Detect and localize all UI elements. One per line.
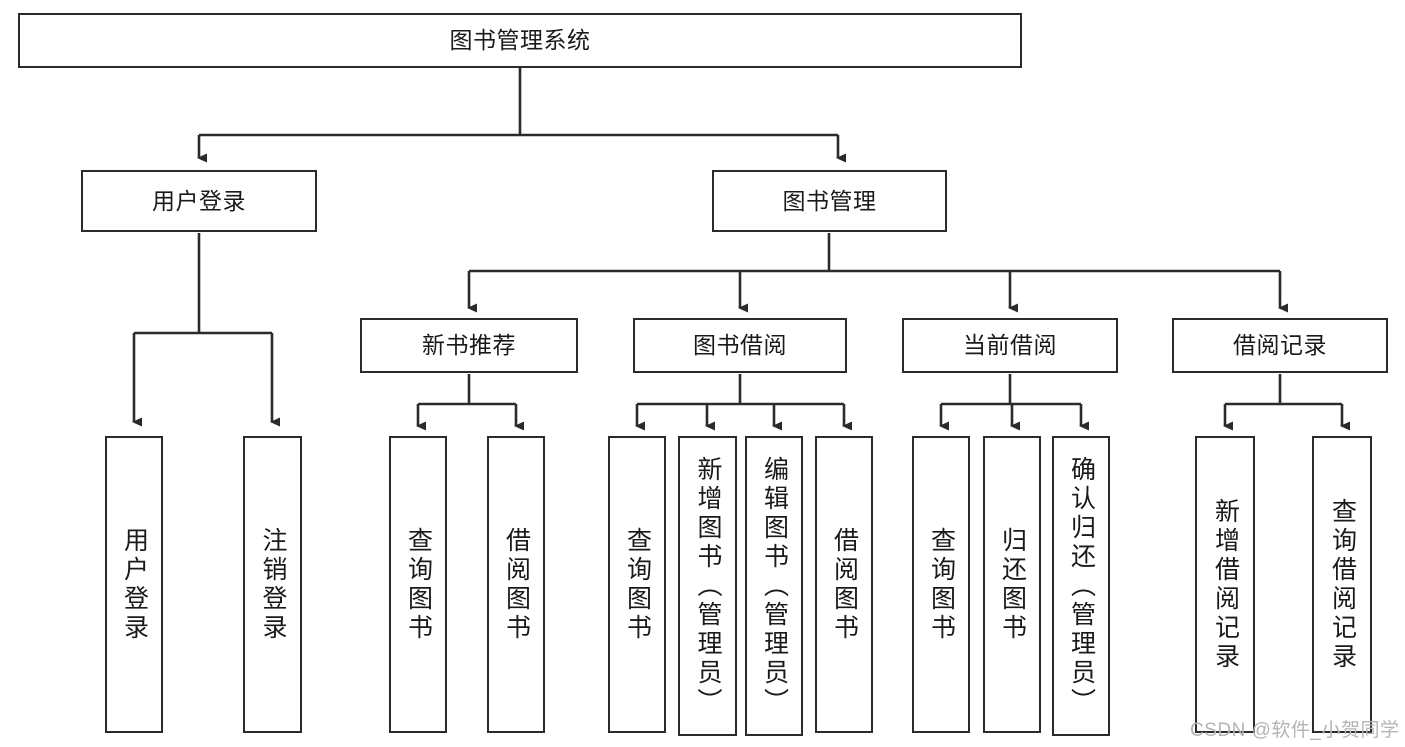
leaf-edit-book-admin[interactable]: 编辑图书（管理员） xyxy=(745,436,803,736)
node-label: 借阅图书 xyxy=(830,526,859,643)
node-label: 归还图书 xyxy=(998,526,1027,643)
csdn-watermark: CSDN @软件_小贺同学 xyxy=(1190,720,1400,741)
node-label: 用户登录 xyxy=(120,526,149,643)
leaf-query-book-borrow[interactable]: 查询图书 xyxy=(608,436,666,733)
leaf-query-borrow-record[interactable]: 查询借阅记录 xyxy=(1312,436,1372,733)
node-label: 查询借阅记录 xyxy=(1328,497,1357,672)
node-label: 查询图书 xyxy=(927,526,956,643)
node-label: 新增图书（管理员） xyxy=(694,455,722,717)
node-label: 新书推荐 xyxy=(422,332,516,359)
node-label: 编辑图书（管理员） xyxy=(760,455,789,717)
node-borrow-record[interactable]: 借阅记录 xyxy=(1172,318,1388,373)
leaf-add-borrow-record[interactable]: 新增借阅记录 xyxy=(1195,436,1255,733)
node-book-management[interactable]: 图书管理 xyxy=(712,170,947,232)
node-user-login[interactable]: 用户登录 xyxy=(81,170,317,232)
node-book-borrow[interactable]: 图书借阅 xyxy=(633,318,847,373)
node-label: 查询图书 xyxy=(404,526,433,643)
node-label: 图书管理 xyxy=(782,187,877,214)
node-label: 注销登录 xyxy=(259,526,287,643)
leaf-logout-login[interactable]: 注销登录 xyxy=(243,436,302,733)
node-new-book-recommend[interactable]: 新书推荐 xyxy=(360,318,578,373)
leaf-user-login[interactable]: 用户登录 xyxy=(105,436,163,733)
node-label: 图书管理系统 xyxy=(449,27,591,54)
node-label: 新增借阅记录 xyxy=(1211,497,1240,672)
node-root-system[interactable]: 图书管理系统 xyxy=(18,13,1022,68)
leaf-query-book-current[interactable]: 查询图书 xyxy=(912,436,970,733)
leaf-query-book-recommend[interactable]: 查询图书 xyxy=(389,436,447,733)
node-label: 当前借阅 xyxy=(963,332,1057,359)
leaf-return-book[interactable]: 归还图书 xyxy=(983,436,1041,733)
leaf-borrow-book-recommend[interactable]: 借阅图书 xyxy=(487,436,545,733)
leaf-add-book-admin[interactable]: 新增图书（管理员） xyxy=(678,436,737,736)
node-label: 借阅记录 xyxy=(1233,332,1327,359)
node-label: 查询图书 xyxy=(623,526,652,643)
node-label: 用户登录 xyxy=(152,187,246,214)
node-label: 确认归还（管理员） xyxy=(1067,455,1096,717)
node-current-borrow[interactable]: 当前借阅 xyxy=(902,318,1118,373)
leaf-borrow-book[interactable]: 借阅图书 xyxy=(815,436,873,733)
leaf-confirm-return-admin[interactable]: 确认归还（管理员） xyxy=(1052,436,1110,736)
node-label: 图书借阅 xyxy=(693,332,787,359)
node-label: 借阅图书 xyxy=(502,526,531,643)
